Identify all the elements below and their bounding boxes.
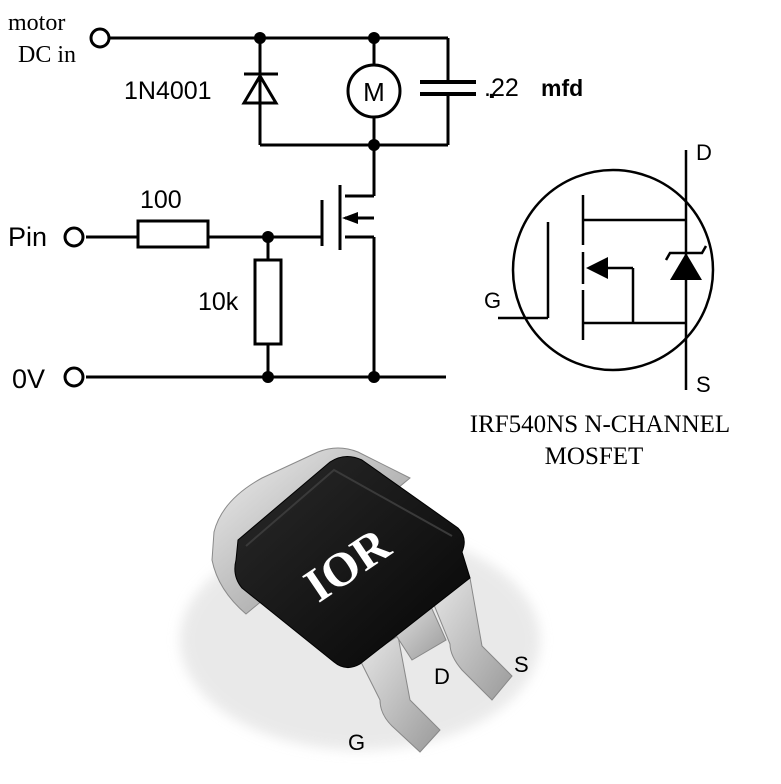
junction-dot — [262, 371, 274, 383]
motor-in-label-line1: motor — [8, 10, 65, 36]
cap-unit-label: mfd — [541, 75, 583, 101]
diode-label: 1N4001 — [124, 77, 212, 105]
resistor-series — [136, 219, 210, 249]
package-pin-source-label: S — [514, 652, 529, 677]
resistor-series-label: 100 — [140, 186, 182, 214]
package-leg-source — [431, 577, 513, 701]
pin-terminal — [63, 226, 85, 248]
junction-dots — [254, 32, 380, 383]
motor-symbol — [346, 63, 402, 119]
resistor-pulldown-label: 10k — [198, 288, 239, 316]
package-pin-drain-label: D — [434, 664, 450, 689]
diode-symbol — [241, 70, 279, 110]
junction-dot — [368, 139, 380, 151]
junction-dot — [368, 371, 380, 383]
mosfet-arrow — [342, 212, 358, 224]
junction-dot — [262, 231, 274, 243]
junction-dot — [368, 32, 380, 44]
motor-in-label-line2: DC in — [18, 42, 76, 68]
package-pin-gate-label: G — [348, 730, 365, 755]
mosfet-source-label: S — [696, 372, 711, 397]
capacitor-symbol — [418, 80, 478, 96]
junction-dot — [254, 32, 266, 44]
pin-label: Pin — [8, 222, 47, 252]
package-photo — [180, 447, 540, 753]
mosfet-outline-circle — [511, 168, 715, 372]
mosfet-caption-line1: IRF540NS N-CHANNEL — [470, 411, 730, 438]
mosfet-caption-line2: MOSFET — [545, 443, 644, 470]
package-body — [234, 456, 471, 668]
body-diode-symbol — [664, 245, 708, 280]
schematic — [86, 36, 450, 379]
cap-value-label: .22 — [484, 74, 519, 102]
mosfet-drain-label: D — [696, 140, 712, 165]
motor-letter: M — [363, 77, 385, 107]
motor-in-terminal — [89, 27, 111, 49]
package-leg-gate — [359, 635, 441, 753]
mosfet-symbol-arrow — [586, 257, 608, 279]
mosfet-gate-label: G — [484, 288, 501, 313]
ground-label: 0V — [12, 364, 45, 394]
resistor-pulldown — [253, 258, 283, 346]
ground-terminal — [63, 366, 85, 388]
cap-dot: . — [488, 73, 496, 104]
